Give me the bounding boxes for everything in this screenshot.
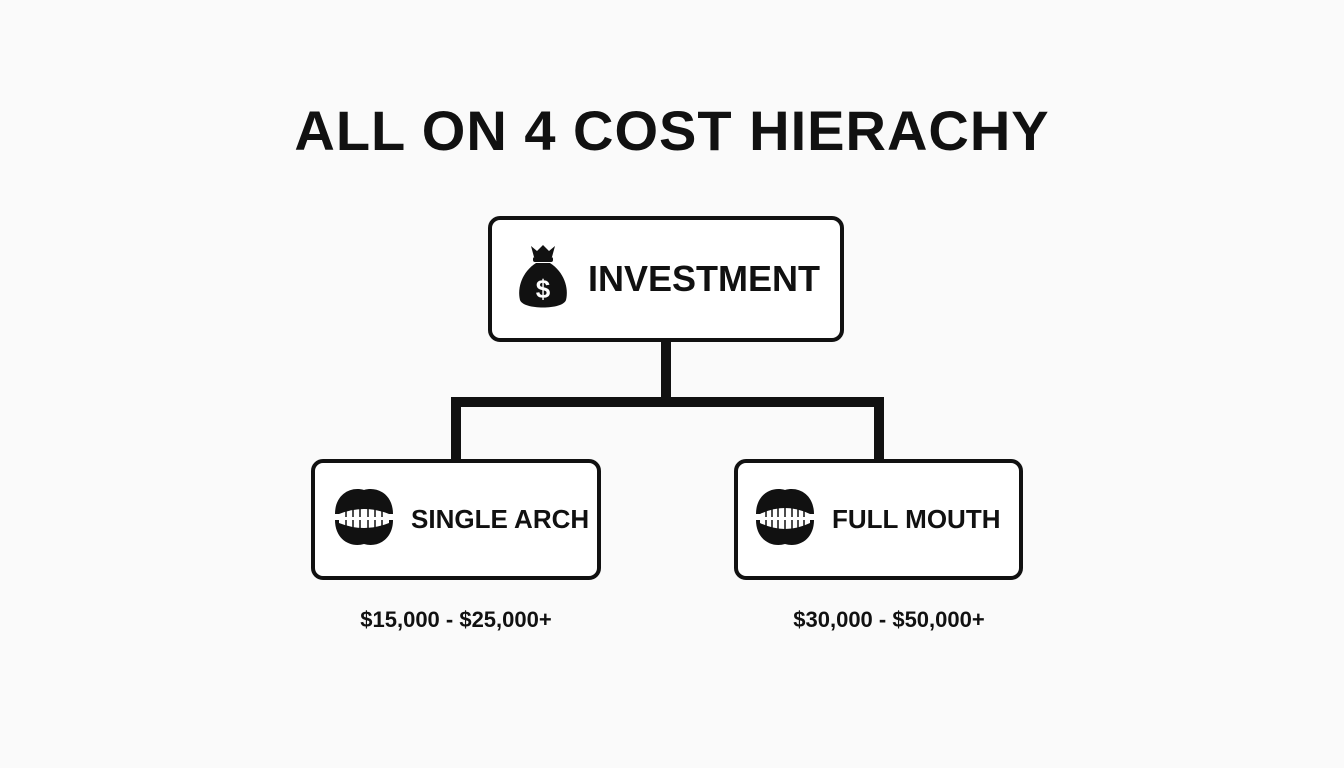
node-investment: $ INVESTMENT — [488, 216, 844, 342]
node-investment-label: INVESTMENT — [588, 258, 821, 299]
svg-text:$: $ — [536, 274, 551, 304]
teeth-icon — [331, 484, 397, 555]
money-bag-icon: $ — [516, 242, 570, 317]
full-mouth-price: $30,000 - $50,000+ — [793, 607, 985, 632]
node-single-arch: SINGLE ARCH — [311, 459, 601, 580]
node-single-arch-label: SINGLE ARCH — [411, 504, 590, 534]
diagram-title: ALL ON 4 COST HIERACHY — [294, 99, 1050, 162]
node-full-mouth: FULL MOUTH — [734, 459, 1023, 580]
teeth-icon — [752, 484, 818, 555]
single-arch-price: $15,000 - $25,000+ — [360, 607, 552, 632]
node-full-mouth-label: FULL MOUTH — [832, 504, 1001, 534]
